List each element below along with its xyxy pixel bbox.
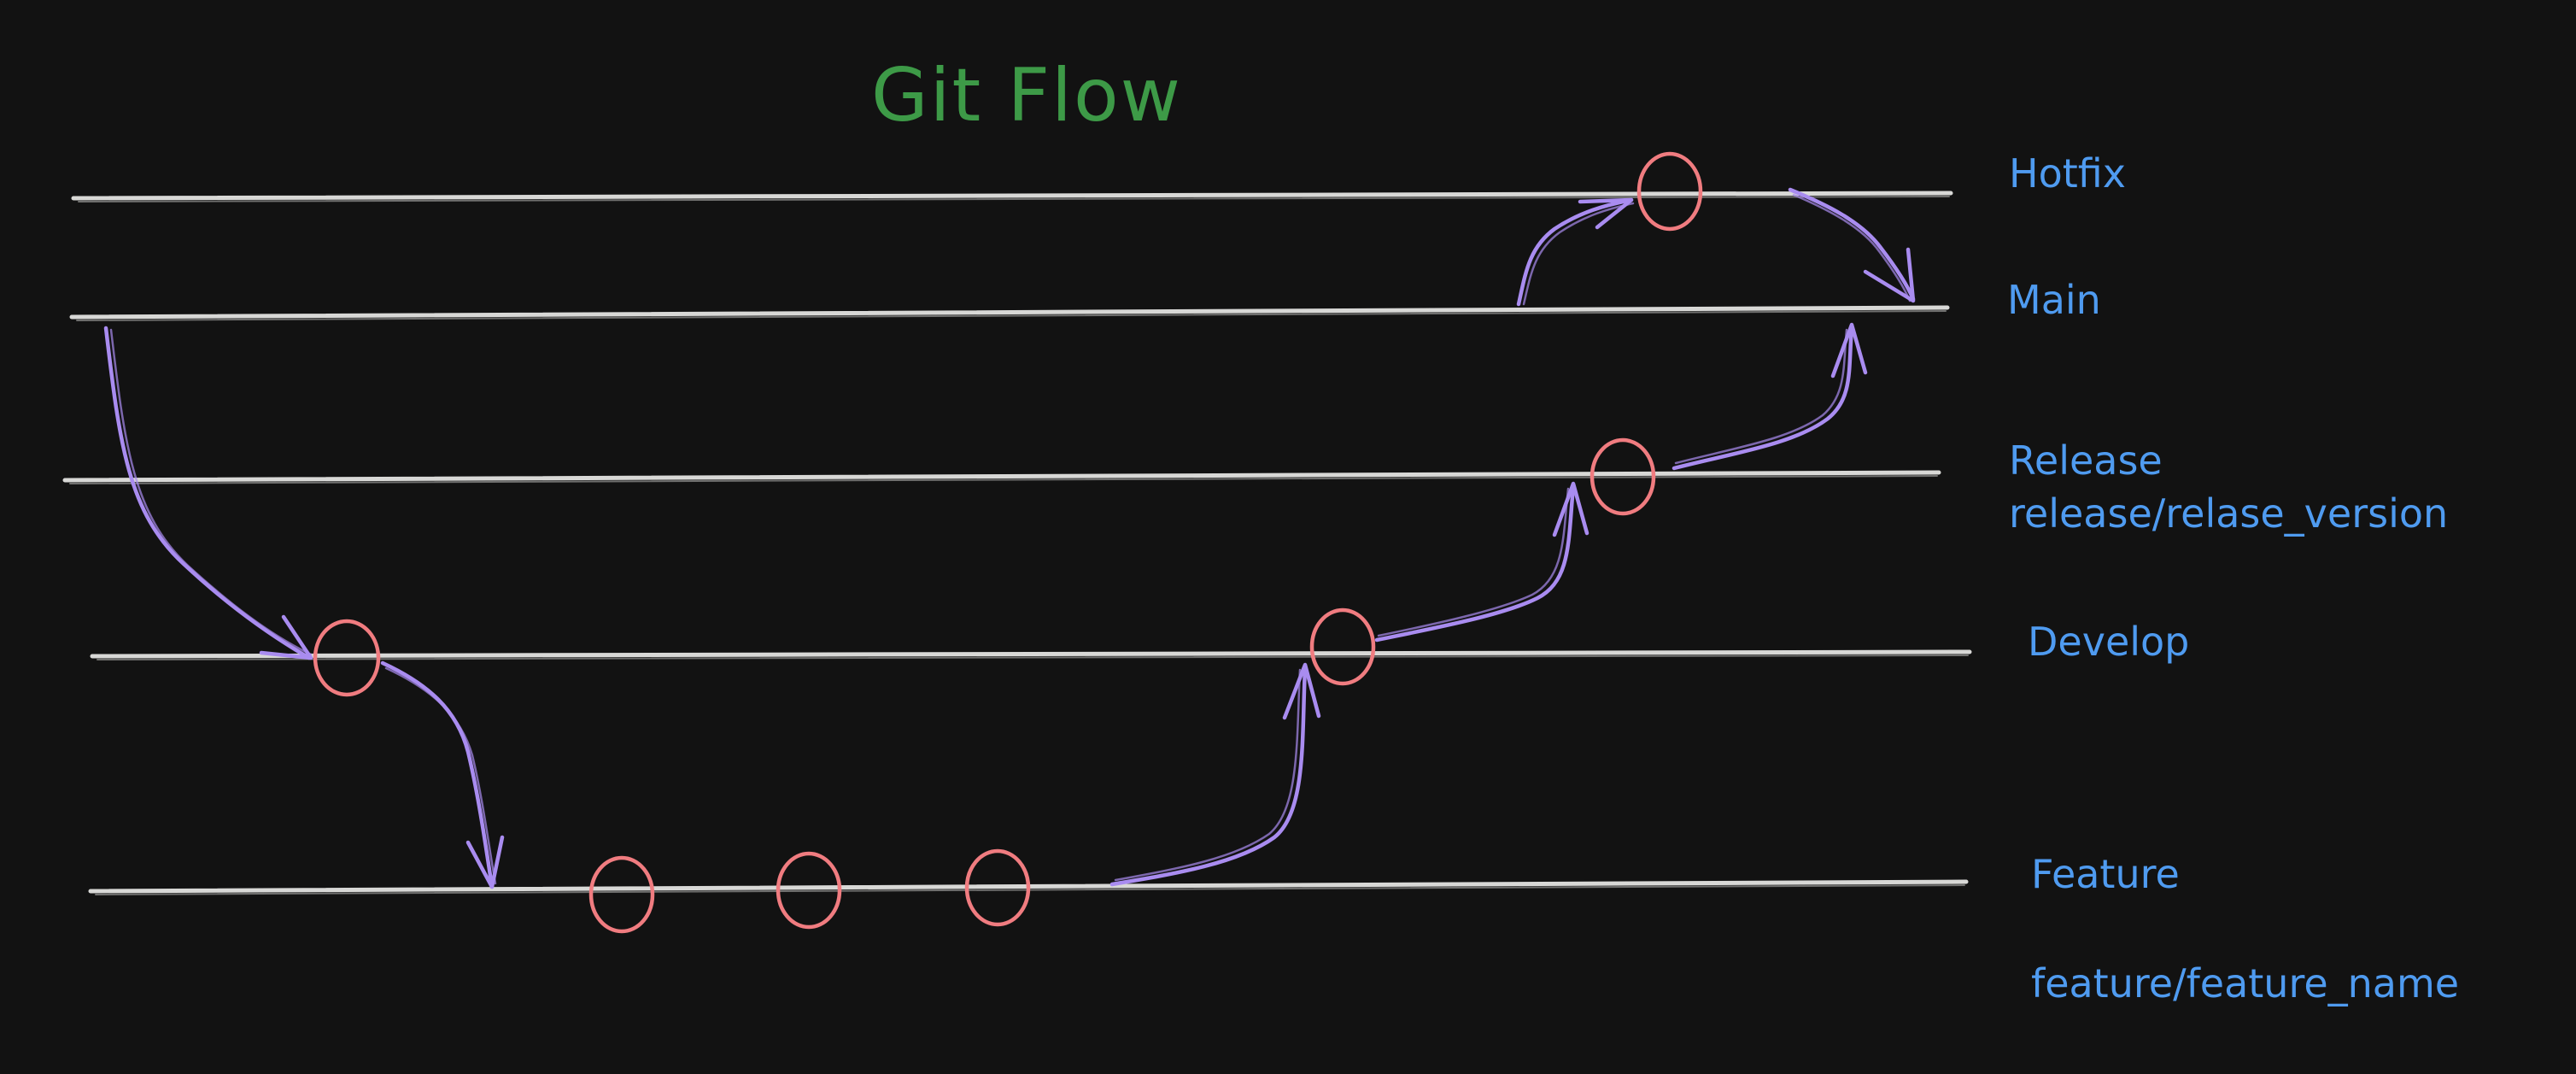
main-branch-line [69, 305, 1950, 320]
branch-lines [62, 191, 1972, 895]
hotfix-branch-line-sketch [78, 196, 1950, 202]
arrow-develop-to-feature-sketch [384, 666, 497, 885]
arrowhead-hotfix-to-main [1863, 247, 1916, 303]
label-release-pattern: release/relase_version [2009, 490, 2449, 537]
commits [313, 151, 1703, 934]
arrowhead-release-to-main [1830, 322, 1868, 379]
label-hotfix: Hotfix [2009, 150, 2126, 197]
arrow-develop-to-feature [380, 660, 495, 889]
label-main: Main [2007, 277, 2101, 323]
arrow-feature-to-develop-sketch [1114, 668, 1302, 882]
arrowhead-main-to-develop [259, 614, 313, 660]
arrowhead-feature-to-develop [1282, 662, 1321, 720]
arrow-feature-to-develop [1109, 666, 1308, 887]
release-commit [1590, 437, 1656, 516]
diagram-title: Git Flow [871, 53, 1182, 138]
arrow-hotfix-to-main [1788, 187, 1916, 302]
label-feature: Feature [2031, 851, 2180, 897]
feature-commit-1 [588, 855, 655, 934]
develop-branch-line [90, 649, 1972, 659]
arrow-release-to-main-sketch [1674, 328, 1848, 465]
main-branch-line-sketch [76, 310, 1947, 321]
arrowhead-main-to-hotfix [1578, 197, 1634, 230]
arrow-main-to-hotfix-sketch [1522, 202, 1635, 306]
arrow-main-to-hotfix [1516, 197, 1634, 307]
arrowhead-develop-to-feature [465, 835, 505, 889]
label-release: Release [2009, 437, 2163, 484]
arrow-main-to-develop [103, 326, 312, 660]
label-develop: Develop [2028, 619, 2190, 665]
release-branch-line [62, 470, 1941, 483]
feature-commit-2 [776, 851, 842, 930]
arrow-release-to-main [1671, 326, 1854, 471]
develop-commit-start [313, 619, 381, 697]
develop-branch-line-sketch [97, 654, 1969, 660]
arrow-hotfix-to-main-sketch [1792, 193, 1912, 302]
arrow-develop-to-release-sketch [1377, 487, 1570, 637]
feature-commit-3 [964, 848, 1031, 927]
arrow-develop-to-release [1374, 484, 1576, 643]
develop-commit-merge [1309, 607, 1376, 686]
release-branch-line-sketch [69, 475, 1938, 484]
arrowhead-develop-to-release [1552, 481, 1590, 537]
arrow-main-to-develop-sketch [109, 328, 313, 656]
label-feature-pattern: feature/feature_name [2031, 960, 2460, 1007]
flow-arrows [103, 187, 1916, 889]
hotfix-commit [1636, 151, 1703, 232]
